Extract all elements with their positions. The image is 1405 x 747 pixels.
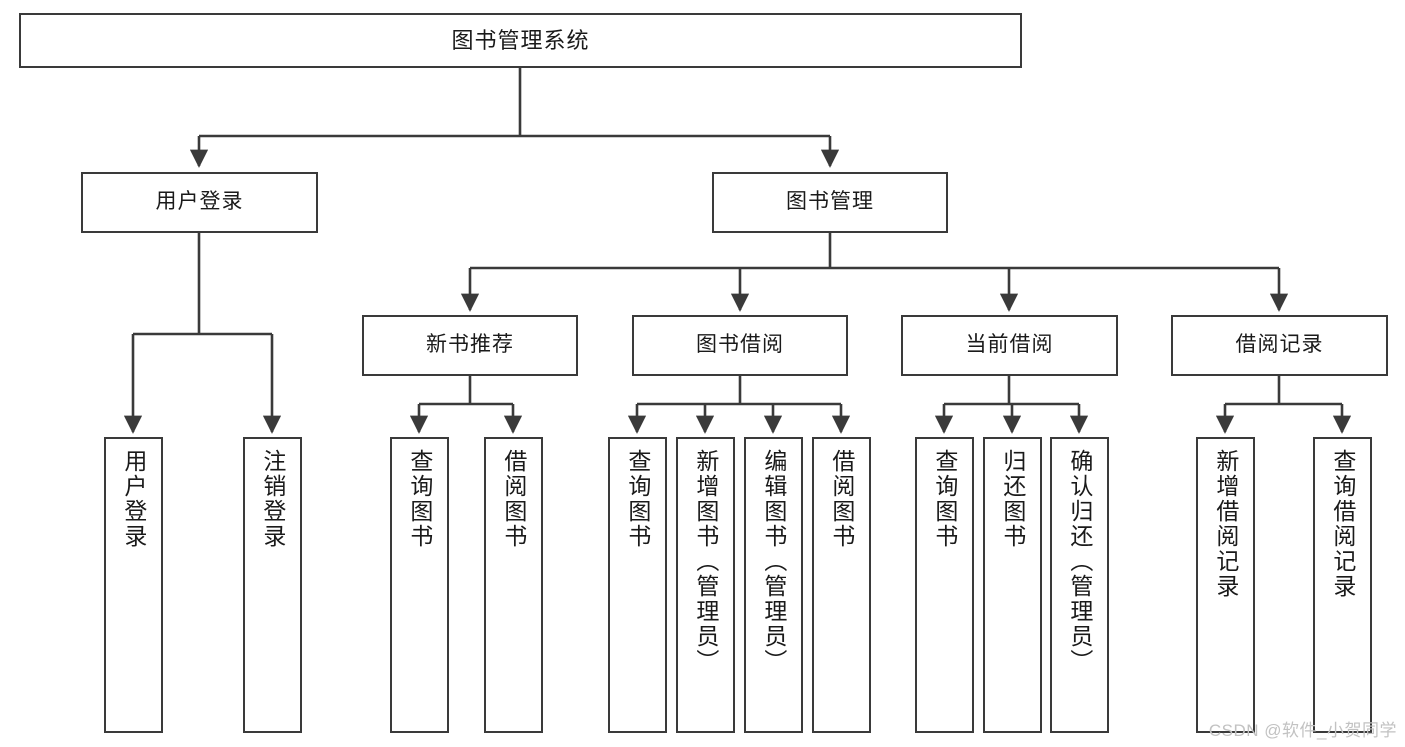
- leaf-user-login-label: 用户登录: [120, 449, 147, 549]
- leaf-query-book-2[interactable]: 查询图书: [608, 437, 667, 733]
- leaf-borrow-book-1-label: 借阅图书: [500, 449, 527, 549]
- leaf-add-record-label: 新增借阅记录: [1212, 449, 1239, 599]
- leaf-confirm-return[interactable]: 确认归还（管理员）: [1050, 437, 1109, 733]
- node-user-login[interactable]: 用户登录: [81, 172, 318, 233]
- leaf-query-book-3[interactable]: 查询图书: [915, 437, 974, 733]
- node-book-management-label: 图书管理: [786, 190, 874, 214]
- leaf-borrow-book-2-label: 借阅图书: [828, 449, 855, 549]
- leaf-return-book[interactable]: 归还图书: [983, 437, 1042, 733]
- leaf-query-book-1[interactable]: 查询图书: [390, 437, 449, 733]
- leaf-add-book[interactable]: 新增图书（管理员）: [676, 437, 735, 733]
- leaf-confirm-return-label: 确认归还（管理员）: [1066, 449, 1093, 674]
- node-current-borrow[interactable]: 当前借阅: [901, 315, 1118, 376]
- node-root[interactable]: 图书管理系统: [19, 13, 1022, 68]
- node-book-management[interactable]: 图书管理: [712, 172, 948, 233]
- leaf-add-book-label: 新增图书（管理员）: [692, 449, 719, 674]
- leaf-edit-book[interactable]: 编辑图书（管理员）: [744, 437, 803, 733]
- node-book-borrow[interactable]: 图书借阅: [632, 315, 848, 376]
- leaf-return-book-label: 归还图书: [999, 449, 1026, 549]
- leaf-logout-login-label: 注销登录: [259, 449, 286, 549]
- leaf-user-login[interactable]: 用户登录: [104, 437, 163, 733]
- leaf-borrow-book-1[interactable]: 借阅图书: [484, 437, 543, 733]
- leaf-logout-login[interactable]: 注销登录: [243, 437, 302, 733]
- node-current-borrow-label: 当前借阅: [965, 333, 1054, 357]
- node-root-label: 图书管理系统: [451, 27, 590, 53]
- leaf-add-record[interactable]: 新增借阅记录: [1196, 437, 1255, 733]
- node-borrow-record-label: 借阅记录: [1235, 333, 1324, 357]
- node-new-book-recommend[interactable]: 新书推荐: [362, 315, 578, 376]
- watermark: CSDN @软件_小贺同学: [1208, 721, 1397, 740]
- node-user-login-label: 用户登录: [155, 190, 244, 214]
- node-borrow-record[interactable]: 借阅记录: [1171, 315, 1388, 376]
- leaf-query-record-label: 查询借阅记录: [1329, 449, 1356, 599]
- leaf-query-record[interactable]: 查询借阅记录: [1313, 437, 1372, 733]
- leaf-query-book-3-label: 查询图书: [931, 449, 958, 549]
- leaf-edit-book-label: 编辑图书（管理员）: [760, 449, 787, 674]
- leaf-borrow-book-2[interactable]: 借阅图书: [812, 437, 871, 733]
- node-new-book-recommend-label: 新书推荐: [426, 333, 514, 357]
- node-book-borrow-label: 图书借阅: [696, 333, 784, 357]
- leaf-query-book-1-label: 查询图书: [406, 449, 433, 549]
- leaf-query-book-2-label: 查询图书: [624, 449, 651, 549]
